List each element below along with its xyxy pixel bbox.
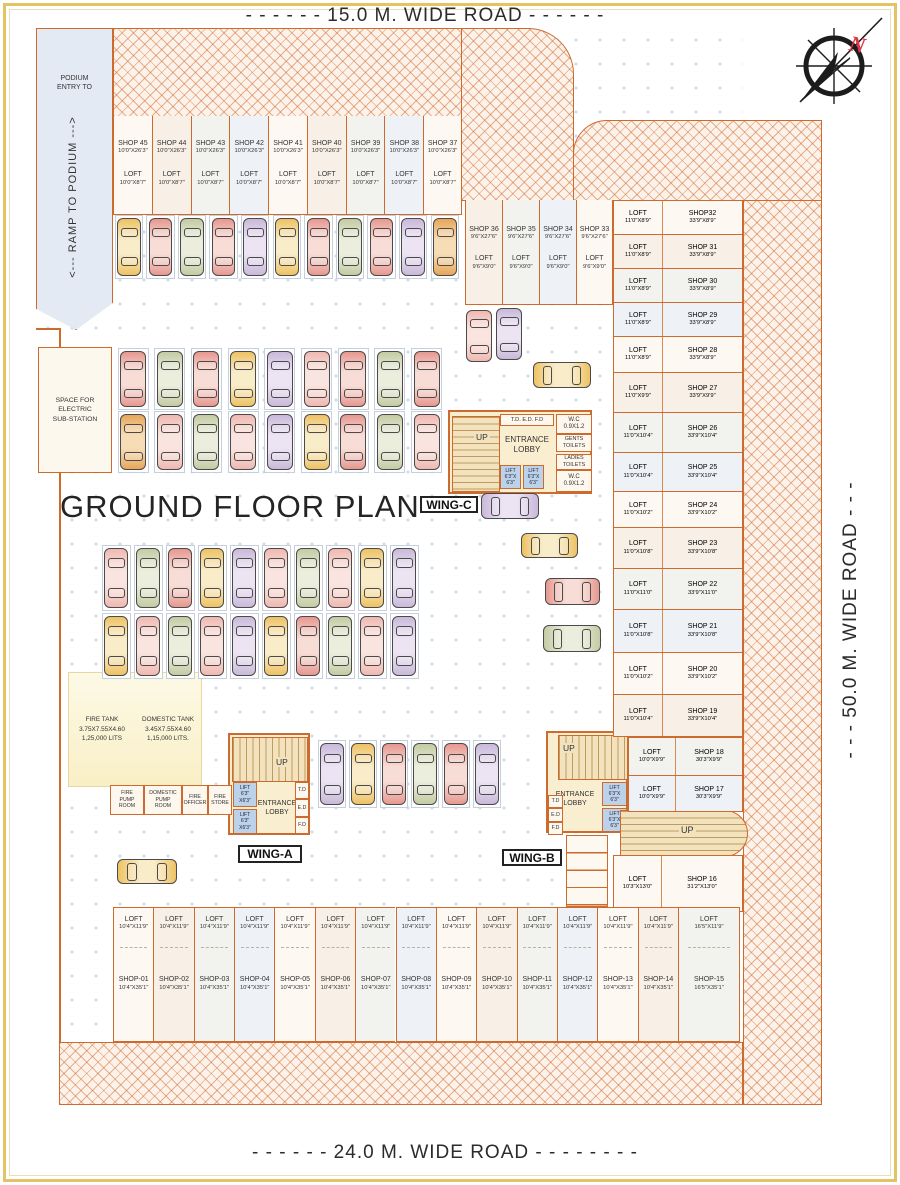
wing-c-stairs (452, 416, 500, 492)
page-title: GROUND FLOOR PLAN (60, 489, 420, 524)
plot-left-boundary (59, 328, 61, 1044)
wing-b-ramp: UP (620, 810, 748, 857)
wing-a-entrance-lobby: ENTRANCE LOBBY (257, 799, 297, 816)
wing-c-ladies-toilets: LADIES TOILETS (556, 454, 592, 470)
hatch-upper-right (573, 120, 822, 201)
wing-c-gents-toilets: GENTS TOILETS (556, 434, 592, 452)
wing-a-tag: WING-A (238, 845, 302, 863)
wing-a-ed: E.D (295, 799, 309, 817)
wing-b-entrance-lobby: ENTRANCE LOBBY (555, 790, 595, 807)
wing-b-up-label: UP (561, 743, 577, 753)
sheet-frame (3, 3, 897, 1182)
wing-b-fd: F.D (548, 821, 563, 835)
road-label-right: - - - 50.0 M. WIDE ROAD - - - (840, 481, 861, 759)
wing-c-up-label: UP (474, 432, 490, 442)
wing-a-stairs (232, 737, 308, 782)
plot-step-boundary (36, 328, 60, 330)
wing-a-doors: T.D E.D F.D (295, 782, 309, 834)
hatch-bottom-band (59, 1042, 743, 1105)
wing-a-fd: F.D (295, 816, 309, 834)
wing-c-tag: WING-C (420, 496, 478, 513)
road-label-bottom: - - - - - - 24.0 M. WIDE ROAD - - - - - … (252, 1142, 638, 1163)
road-label-top: - - - - - - 15.0 M. WIDE ROAD - - - - - … (245, 5, 605, 26)
wing-b-td: T.D (548, 795, 563, 809)
wing-b-tag: WING-B (502, 849, 562, 866)
ramp-label: <--- RAMP TO PODIUM ---> (67, 116, 79, 278)
compass-icon: N (796, 17, 883, 104)
wing-b-meter-rooms (566, 835, 608, 907)
wing-a-up-label: UP (274, 757, 290, 767)
compass-north-label: N (846, 30, 869, 58)
wing-b-ramp-up-label: UP (679, 825, 696, 835)
hatch-top-corner (461, 28, 574, 201)
sheet-frame-inner (9, 9, 891, 1176)
wing-b-stairs (558, 735, 628, 780)
wing-a-td: T.D (295, 782, 309, 800)
wing-b-doors: T.D E.D F.D (548, 795, 563, 835)
wing-c-entrance-lobby: ENTRANCE LOBBY (504, 434, 549, 454)
wing-b-ed: E.D (548, 808, 563, 822)
hatch-right-band (743, 200, 822, 1105)
hatch-top-band (113, 28, 462, 117)
wing-c-doors-strip: T.D. E.D. F.D (500, 414, 554, 426)
compass: N (788, 12, 888, 125)
